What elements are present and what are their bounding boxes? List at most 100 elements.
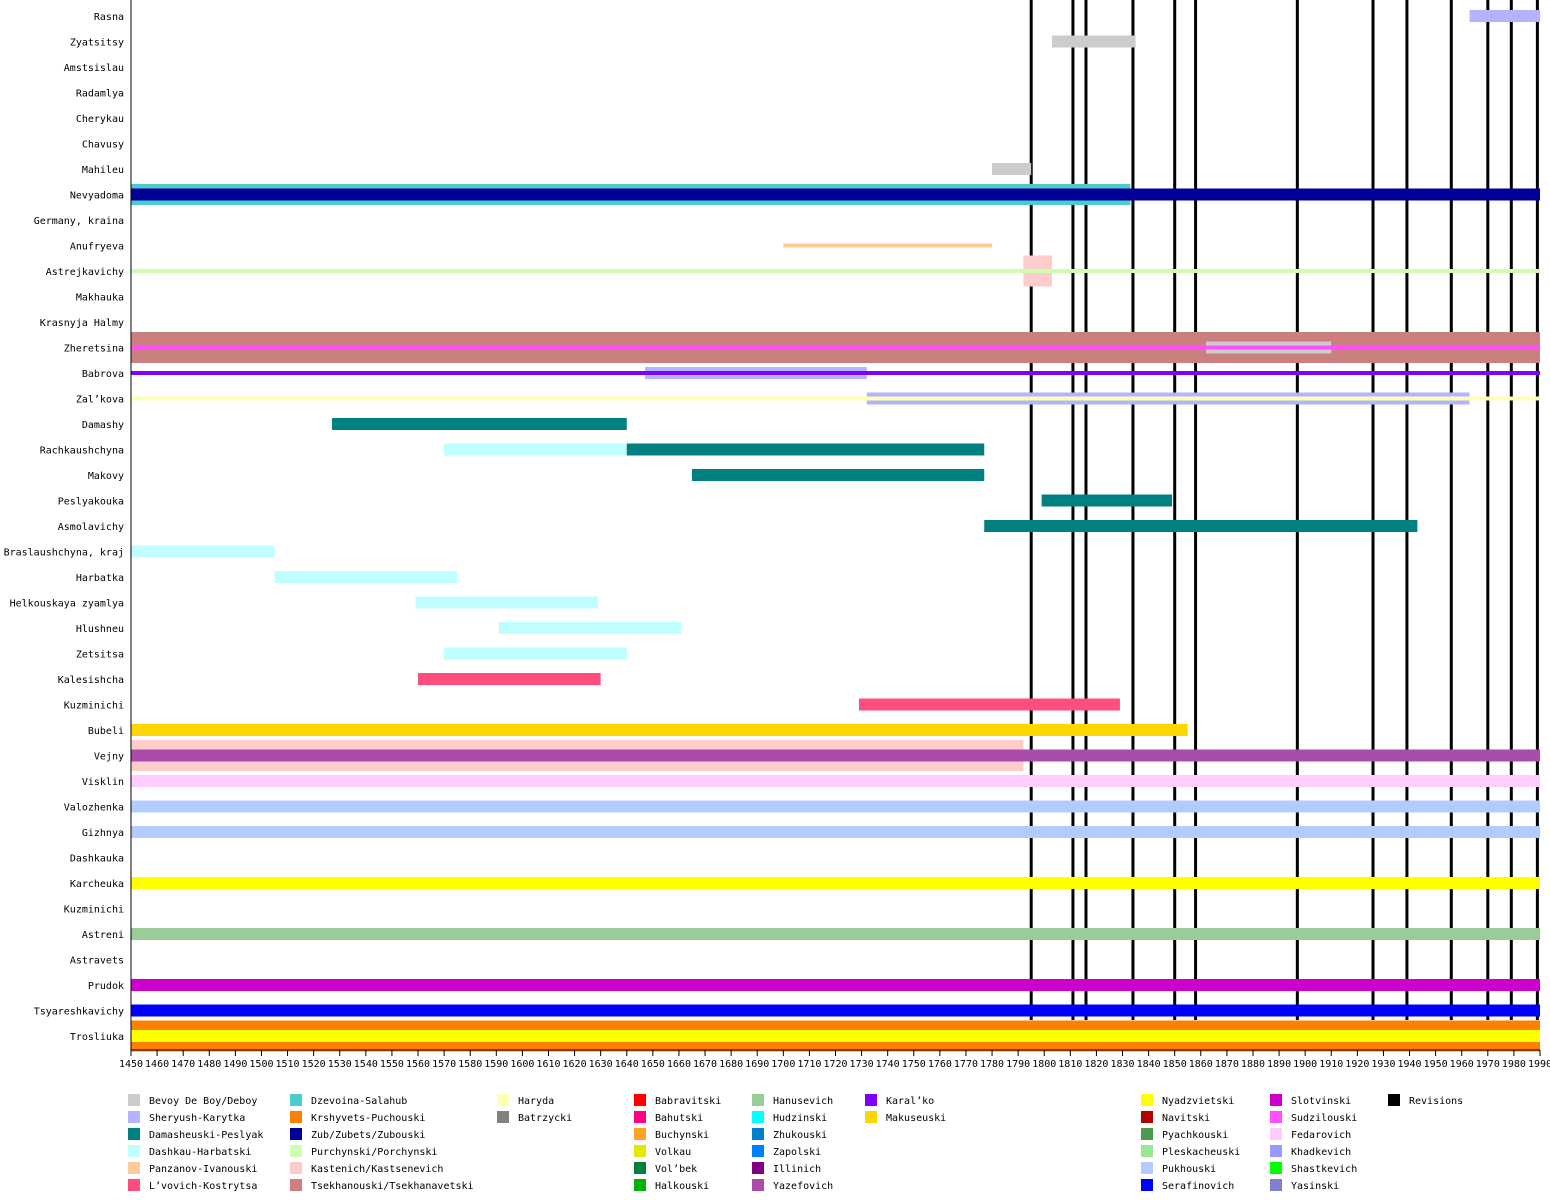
legend-swatch [128, 1094, 140, 1106]
x-tick-label: 1820 [1084, 1059, 1108, 1070]
x-tick-label: 1770 [954, 1059, 978, 1070]
legend-swatch [1270, 1128, 1282, 1140]
x-tick-label: 1940 [1397, 1059, 1421, 1070]
revision-line [1194, 0, 1198, 1020]
legend-swatch [290, 1179, 302, 1191]
legend-swatch [752, 1145, 764, 1157]
legend-label: Zub/Zubets/Zubouski [311, 1130, 425, 1141]
row-label: Cherykau [76, 114, 124, 125]
timeline-bar [131, 724, 1188, 736]
bars [131, 10, 1540, 1052]
legend-label: Illinich [773, 1164, 821, 1175]
x-tick-label: 1880 [1241, 1059, 1265, 1070]
legend-swatch [865, 1094, 877, 1106]
legend-label: Nyadzvietski [1162, 1096, 1234, 1107]
legend-label: Fedarovich [1291, 1130, 1351, 1141]
timeline-bar [626, 443, 985, 456]
timeline-bar [498, 622, 682, 634]
legend-swatch [1270, 1111, 1282, 1123]
legend-swatch [128, 1179, 140, 1191]
timeline-bar [131, 775, 1540, 787]
legend-label: Sudzilouski [1291, 1113, 1357, 1124]
row-label: Amstsislau [64, 63, 124, 74]
revision-line [1509, 0, 1513, 1020]
legend-label: Hudzinski [773, 1113, 827, 1124]
x-tick-label: 1800 [1032, 1059, 1056, 1070]
row-label: Trosliuka [70, 1032, 124, 1043]
legend-label: Batrzycki [518, 1113, 572, 1124]
row-label: Bubeli [88, 726, 124, 737]
revision-line [1449, 0, 1453, 1020]
x-tick-label: 1780 [980, 1059, 1004, 1070]
x-tick-label: 1500 [249, 1059, 273, 1070]
legend-label: Navitski [1162, 1113, 1210, 1124]
x-tick-label: 1490 [223, 1059, 247, 1070]
legend-swatch [752, 1111, 764, 1123]
legend-swatch [1270, 1094, 1282, 1106]
legend-swatch [752, 1162, 764, 1174]
legend-swatch [1141, 1128, 1153, 1140]
row-label: Vejny [94, 752, 124, 763]
row-label: Krasnyja Halmy [40, 318, 124, 329]
row-labels: RasnaZyatsitsyAmstsislauRadamlyaCherykau… [4, 12, 124, 1043]
x-tick-label: 1580 [458, 1059, 482, 1070]
row-label: Visklin [82, 777, 124, 788]
legend-label: Makuseuski [886, 1113, 946, 1124]
row-label: Braslaushchyna, kraj [4, 548, 124, 559]
x-tick-label: 1790 [1006, 1059, 1030, 1070]
x-tick-label: 1950 [1424, 1059, 1448, 1070]
row-label: Kuzminichi [64, 701, 124, 712]
row-label: Hlushneu [76, 624, 124, 635]
timeline-bar [783, 243, 993, 248]
timeline-bar [131, 396, 1540, 401]
legend-swatch [497, 1111, 509, 1123]
timeline-bar [131, 928, 1540, 940]
legend-swatch [634, 1111, 646, 1123]
x-tick-label: 1670 [693, 1059, 717, 1070]
x-tick-label: 1560 [406, 1059, 430, 1070]
x-tick-label: 1910 [1319, 1059, 1343, 1070]
timeline-bar [131, 877, 1540, 889]
legend-label: Volkau [655, 1147, 691, 1158]
legend-label: Zapolski [773, 1147, 821, 1158]
legend-swatch [290, 1111, 302, 1123]
timeline-bar [1052, 35, 1136, 48]
x-tick-label: 1450 [119, 1059, 143, 1070]
revision-line [1084, 0, 1088, 1020]
row-label: Damashy [82, 420, 124, 431]
x-tick-label: 1920 [1345, 1059, 1369, 1070]
legend-swatch [1141, 1145, 1153, 1157]
legend-label: Revisions [1409, 1096, 1463, 1107]
revision-line [1535, 0, 1539, 1020]
row-label: Makovy [88, 471, 124, 482]
x-tick-label: 1680 [719, 1059, 743, 1070]
revision-line [1486, 0, 1490, 1020]
row-label: Prudok [88, 981, 124, 992]
row-label: Makhauka [76, 293, 124, 304]
legend-swatch [128, 1162, 140, 1174]
legend-swatch [290, 1162, 302, 1174]
x-tick-label: 1690 [745, 1059, 769, 1070]
legend-label: Dashkau-Harbatski [149, 1147, 251, 1158]
row-label: Astreni [82, 930, 124, 941]
x-tick-label: 1960 [1450, 1059, 1474, 1070]
legend-label: Khadkevich [1291, 1147, 1351, 1158]
legend-swatch [128, 1128, 140, 1140]
x-tick-label: 1900 [1293, 1059, 1317, 1070]
row-label: Valozhenka [64, 803, 124, 814]
revision-line [1071, 0, 1075, 1020]
legend-swatch [1388, 1094, 1400, 1106]
x-tick-label: 1990 [1528, 1059, 1550, 1070]
legend-swatch [634, 1145, 646, 1157]
x-tick-label: 1550 [380, 1059, 404, 1070]
row-label: Babrova [82, 369, 124, 380]
row-label: Germany, kraina [34, 216, 124, 227]
timeline-bar [131, 1030, 1540, 1042]
legend-label: Panzanov-Ivanouski [149, 1164, 257, 1175]
legend-label: Krshyvets-Puchouski [311, 1113, 425, 1124]
timeline-bar [131, 979, 1540, 991]
row-label: Chavusy [82, 140, 124, 151]
x-tick-label: 1860 [1189, 1059, 1213, 1070]
legend-label: Karal’ko [886, 1096, 934, 1107]
legend-swatch [1141, 1179, 1153, 1191]
